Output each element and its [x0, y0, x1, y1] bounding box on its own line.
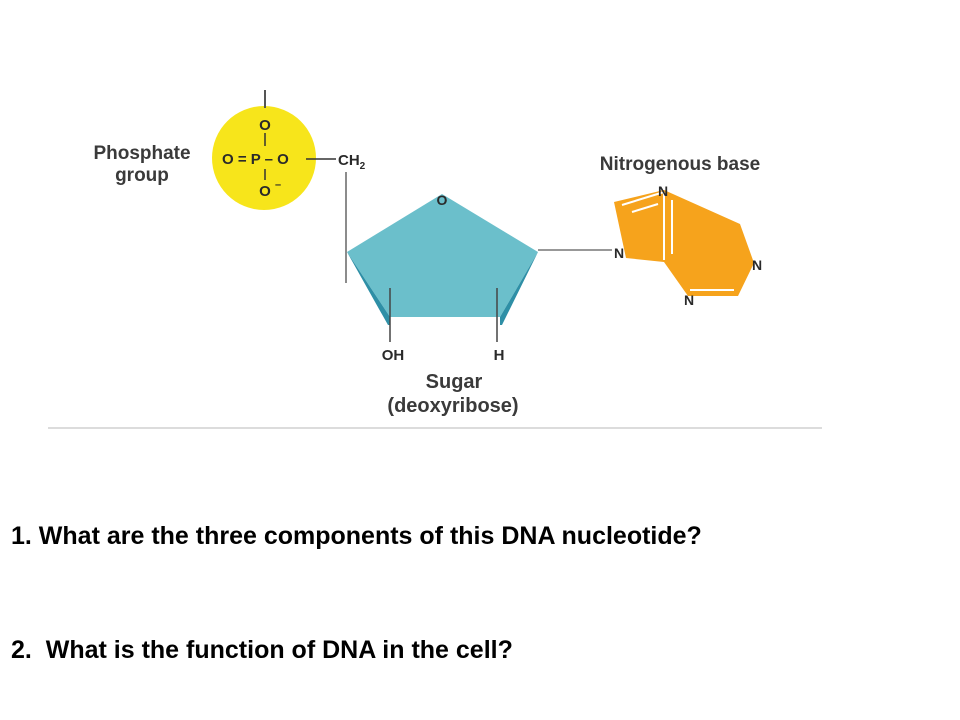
sugar-label-line1: Sugar [426, 371, 483, 393]
base-n-top: N [658, 183, 668, 199]
phosphate-o-top: O [259, 117, 271, 134]
sugar-pentagon [347, 194, 538, 317]
sugar-ring-oxygen: O [437, 192, 448, 208]
question-2: 2. What is the function of DNA in the ce… [11, 636, 513, 664]
base-n-left: N [614, 245, 624, 261]
nucleotide-diagram: Phosphate group O O = P – O O – CH2 O OH… [48, 90, 822, 429]
phosphate-label-line2: group [115, 165, 169, 186]
sugar-oh: OH [382, 347, 405, 364]
nitrogenous-base-label: Nitrogenous base [600, 154, 760, 175]
base-n-right: N [752, 257, 762, 273]
base-rings [614, 190, 754, 296]
ch2-label: CH2 [338, 152, 366, 172]
phosphate-label-line1: Phosphate [93, 143, 190, 164]
question-1: 1. What are the three components of this… [11, 522, 702, 550]
phosphate-circle [212, 106, 316, 210]
sugar-label-line2: (deoxyribose) [387, 395, 518, 417]
sugar-h: H [494, 347, 505, 364]
phosphate-minus-charge: – [275, 179, 281, 191]
base-ring-bonds [621, 191, 734, 291]
base-n-bottom: N [684, 292, 694, 308]
phosphate-formula-row: O = P – O [222, 151, 289, 168]
phosphate-o-bottom: O [259, 183, 271, 200]
